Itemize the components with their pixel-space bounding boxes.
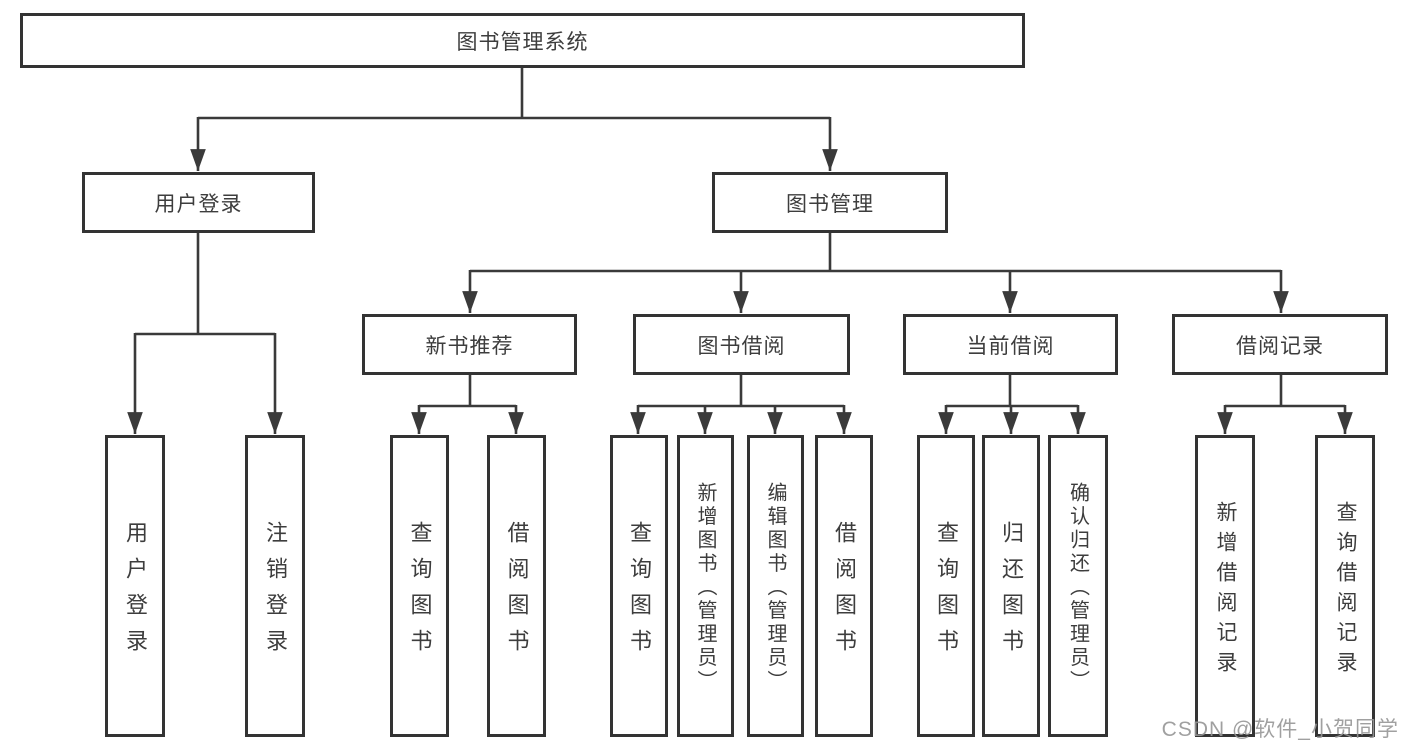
node-user-login: 用户登录 [82, 172, 315, 233]
node-query-books-1: 查询图书 [390, 435, 449, 737]
node-borrow-books-1: 借阅图书 [487, 435, 546, 737]
node-library-management-system: 图书管理系统 [20, 13, 1025, 68]
node-logout-leaf: 注销登录 [245, 435, 305, 737]
node-new-book-recommend: 新书推荐 [362, 314, 577, 375]
node-user-login-leaf: 用户登录 [105, 435, 165, 737]
node-label: 借阅图书 [832, 521, 857, 665]
node-label: 用户登录 [154, 192, 243, 216]
csdn-watermark: CSDN @软件_小贺同学 [1161, 718, 1399, 741]
node-label: 新增借阅记录 [1214, 500, 1237, 681]
node-label: 借阅图书 [504, 521, 530, 665]
node-label: 查询借阅记录 [1334, 500, 1357, 681]
node-label: 借阅记录 [1236, 334, 1324, 358]
node-query-books-2: 查询图书 [610, 435, 668, 737]
node-book-borrow: 图书借阅 [633, 314, 850, 375]
node-label: 查询图书 [627, 521, 652, 665]
node-label: 确认归还（管理员） [1066, 482, 1089, 694]
node-add-books-admin: 新增图书（管理员） [677, 435, 734, 737]
node-confirm-return-admin: 确认归还（管理员） [1048, 435, 1108, 737]
node-label: 用户登录 [123, 521, 148, 665]
node-query-books-3: 查询图书 [917, 435, 975, 737]
node-label: 当前借阅 [966, 334, 1055, 358]
node-book-management: 图书管理 [712, 172, 948, 233]
node-label: 新增图书（管理员） [694, 482, 716, 694]
node-return-books: 归还图书 [982, 435, 1040, 737]
node-label: 图书管理 [786, 192, 874, 216]
node-query-borrow-record: 查询借阅记录 [1315, 435, 1375, 737]
node-label: 查询图书 [934, 521, 959, 665]
node-label: 图书管理系统 [456, 30, 589, 54]
node-label: 编辑图书（管理员） [764, 482, 786, 694]
node-current-borrow: 当前借阅 [903, 314, 1118, 375]
node-add-borrow-record: 新增借阅记录 [1195, 435, 1255, 737]
node-edit-books-admin: 编辑图书（管理员） [747, 435, 804, 737]
node-borrow-books-2: 借阅图书 [815, 435, 873, 737]
node-label: 归还图书 [999, 521, 1024, 665]
node-label: 图书借阅 [697, 334, 786, 358]
node-label: 查询图书 [407, 521, 433, 665]
node-label: 新书推荐 [425, 334, 514, 358]
node-borrow-records: 借阅记录 [1172, 314, 1388, 375]
node-label: 注销登录 [263, 521, 288, 665]
